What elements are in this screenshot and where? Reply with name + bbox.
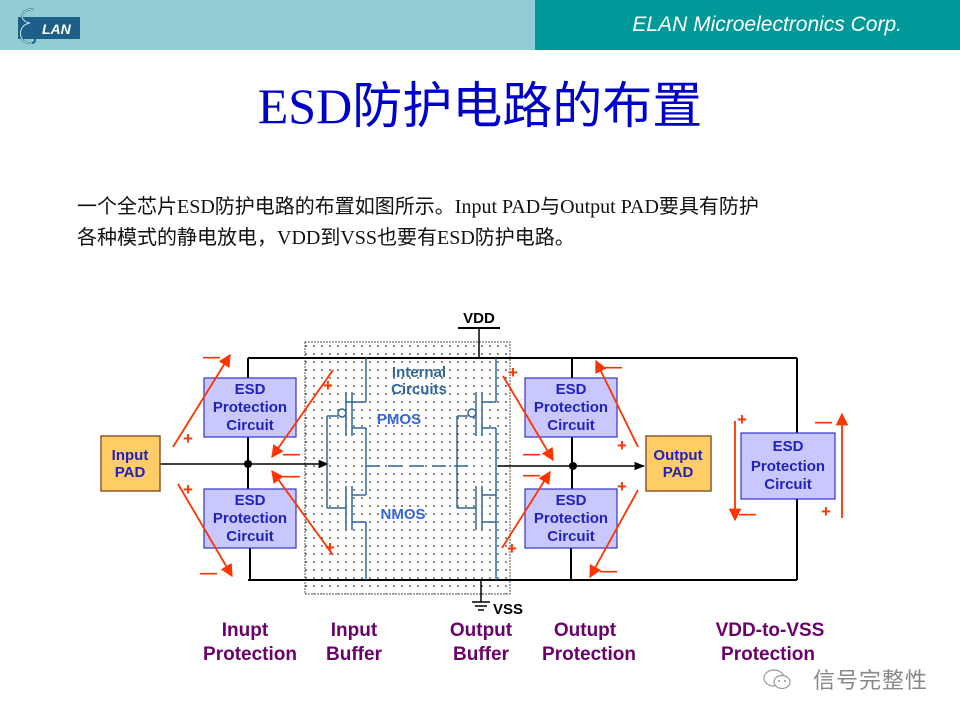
output-pad: Output PAD [645,435,712,492]
esd-box-vdd-vss: ESD Protection Circuit [740,432,836,500]
section-label-input-protection: Inupt Protection [203,620,297,665]
svg-text:VDD-to-VSS: VDD-to-VSS [716,620,825,641]
description-line-2: 各种模式的静电放电，VDD到VSS也要有ESD防护电路。 [77,227,575,249]
svg-text:Buffer: Buffer [326,644,383,665]
watermark-text: 信号完整性 [813,669,929,694]
svg-text:Input: Input [331,620,378,641]
svg-text:Protection: Protection [721,644,815,665]
nmos-label: NMOS [381,506,426,523]
svg-text:Protection: Protection [534,510,608,527]
esd-box-input-upper: ESD Protection Circuit [203,377,297,438]
esd-box-output-upper: ESD Protection Circuit [524,377,618,438]
svg-text:—: — [203,347,220,366]
svg-text:Output: Output [450,620,513,641]
svg-text:PAD: PAD [115,464,146,481]
header-banner-left: LAN [0,0,535,50]
svg-text:ESD: ESD [773,438,804,455]
arrow-input-up [172,353,231,448]
svg-text:PAD: PAD [663,464,694,481]
svg-text:Circuit: Circuit [764,476,812,493]
internal-circuits-label-2: Circuits [391,381,447,398]
slide-title: ESD防护电路的布置 [257,78,703,134]
svg-text:ESD: ESD [235,381,266,398]
svg-text:+: + [183,480,193,499]
elan-logo: LAN [12,5,82,51]
svg-text:+: + [508,363,518,382]
svg-text:ESD: ESD [556,492,587,509]
svg-text:Circuit: Circuit [547,528,595,545]
svg-text:+: + [507,539,517,558]
input-node [244,460,252,468]
svg-text:+: + [821,502,831,521]
arrow-input-down [177,483,233,578]
section-label-input-buffer: Input Buffer [326,620,383,665]
arrow-input-buffer-bottom [271,469,334,556]
pmos-label: PMOS [377,411,421,428]
section-labels: Inupt Protection Input Buffer Output Buf… [203,620,824,665]
svg-text:—: — [283,444,300,463]
svg-text:Input: Input [112,447,149,464]
polarity-signs: — + + — + — — + + — — + — + + — + — — + [183,347,832,582]
description-line-1: 一个全芯片ESD防护电路的布置如图所示。Input PAD与Output PAD… [77,196,759,218]
svg-text:+: + [617,436,627,455]
svg-text:Protection: Protection [203,644,297,665]
svg-text:—: — [523,444,540,463]
wechat-icon [763,669,791,690]
svg-text:Protection: Protection [213,510,287,527]
svg-text:Buffer: Buffer [453,644,510,665]
esd-box-input-lower: ESD Protection Circuit [203,488,297,549]
svg-text:Outupt: Outupt [554,620,617,641]
svg-text:—: — [739,504,756,523]
logo-text: LAN [42,21,72,37]
watermark: 信号完整性 [762,663,928,695]
svg-text:ESD: ESD [556,381,587,398]
section-label-vdd-to-vss-protection: VDD-to-VSS Protection [716,620,825,665]
ground-icon [472,601,490,611]
section-label-output-protection: Outupt Protection [542,620,636,665]
description-paragraph: 一个全芯片ESD防护电路的布置如图所示。Input PAD与Output PAD… [77,192,917,254]
internal-circuits-region [304,341,511,595]
svg-text:—: — [815,412,832,431]
svg-text:ESD: ESD [235,492,266,509]
svg-text:—: — [283,466,300,485]
vss-label: VSS [493,601,523,618]
section-label-output-buffer: Output Buffer [450,620,513,665]
svg-text:+: + [737,410,747,429]
svg-text:—: — [605,357,622,376]
internal-circuits-label-1: Internal [392,364,446,381]
svg-text:Circuit: Circuit [547,417,595,434]
header-banner-right: ELAN Microelectronics Corp. [535,0,960,50]
svg-text:Inupt: Inupt [222,620,269,641]
discharge-arrows [172,353,849,579]
svg-text:+: + [617,477,627,496]
svg-text:—: — [200,563,217,582]
svg-text:+: + [183,429,193,448]
vdd-label: VDD [463,310,495,327]
arrow-output-buffer-top [502,375,554,462]
svg-text:Output: Output [653,447,702,464]
arrow-output-buffer-bottom [501,470,551,549]
arrow-output-up [595,359,639,448]
svg-text:Protection: Protection [534,399,608,416]
output-buffer-inverter [456,358,497,580]
arrow-input-buffer-top [271,369,334,459]
svg-text:Circuit: Circuit [226,417,274,434]
svg-text:+: + [323,376,333,395]
input-pad: Input PAD [100,435,161,492]
company-name: ELAN Microelectronics Corp. [632,13,902,36]
svg-text:Circuit: Circuit [226,528,274,545]
svg-text:Protection: Protection [213,399,287,416]
svg-text:—: — [523,465,540,484]
esd-box-output-lower: ESD Protection Circuit [524,488,618,549]
arrow-output-down [589,489,639,579]
svg-text:+: + [325,538,335,557]
svg-text:Protection: Protection [751,458,825,475]
svg-text:—: — [600,561,617,580]
output-node [569,462,577,470]
svg-text:Protection: Protection [542,644,636,665]
